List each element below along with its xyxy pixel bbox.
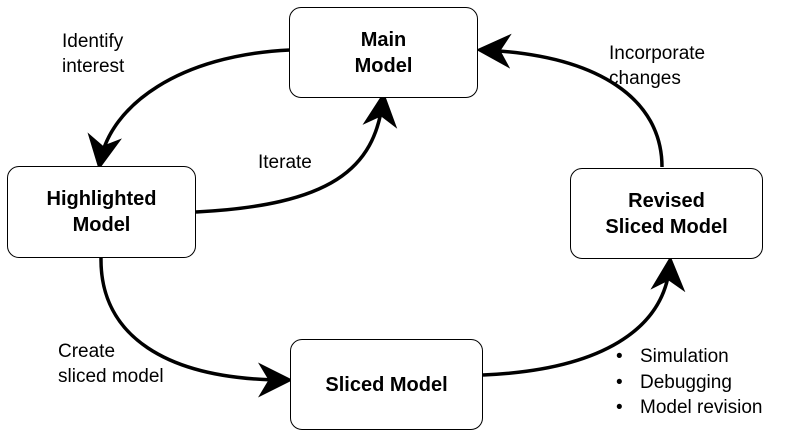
arrow-main-to-highlighted (87, 48, 291, 170)
node-highlighted-model: Highlighted Model (7, 166, 196, 258)
task-item-simulation: Simulation (612, 344, 763, 370)
arrow-revised-to-main (476, 33, 664, 168)
task-item-debugging: Debugging (612, 370, 763, 396)
arrow-sliced-to-revised (482, 256, 686, 377)
node-main-model-label: Main Model (354, 28, 413, 77)
edge-label-create-sliced-model: Create sliced model (58, 341, 164, 387)
edge-label-identify-interest: Identify interest (62, 31, 125, 77)
task-item-model-revision: Model revision (612, 395, 763, 421)
edge-label-iterate: Iterate (258, 152, 312, 173)
sliced-model-task-list: Simulation Debugging Model revision (612, 344, 763, 421)
edge-label-incorporate-changes: Incorporate changes (609, 43, 706, 89)
node-sliced-model: Sliced Model (290, 339, 483, 430)
arrow-highlighted-to-main (195, 92, 398, 214)
node-revised-sliced-model-label: Revised Sliced Model (605, 189, 728, 238)
node-highlighted-model-label: Highlighted Model (46, 188, 157, 236)
node-main-model: Main Model (289, 7, 478, 98)
arrow-highlighted-to-sliced (99, 257, 293, 398)
node-sliced-model-label: Sliced Model (325, 373, 448, 396)
node-revised-sliced-model: Revised Sliced Model (570, 168, 763, 259)
